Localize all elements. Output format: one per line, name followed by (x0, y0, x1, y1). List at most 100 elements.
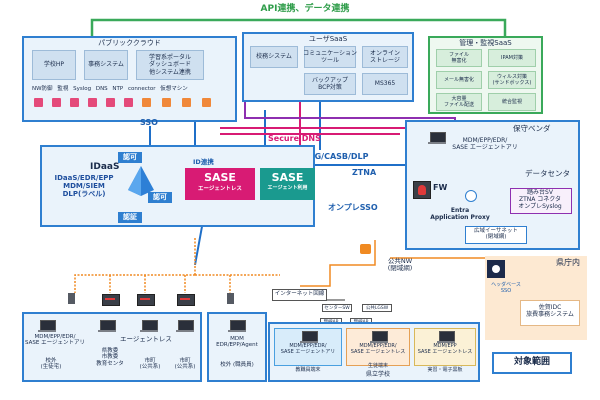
idaas-title: IDaaS (90, 162, 120, 172)
mgmt-file-sanitize: ファイル 無害化 (436, 49, 482, 67)
sase-agent-box: SASE エージェント利用 (260, 168, 315, 200)
saas-backup: バックアップ BCP対策 (304, 73, 356, 95)
internet-lines-2 (300, 240, 376, 287)
dns-icon (88, 98, 97, 107)
connector-icon (142, 98, 151, 107)
swg-casb-dlp-label: SWG/CASB/DLP (300, 152, 369, 161)
mdm-agent-label: MDM/EPP/EDR/ SASE エージェントアリ (25, 334, 85, 347)
vendor-title: 保守ベンダ (513, 124, 551, 133)
scope-box: 対象範囲 (492, 352, 572, 374)
laptop-icon-4 (176, 320, 194, 332)
saas-school-affairs: 校務システム (250, 46, 298, 68)
site-boards: 県教委 市教委 教育センタ (96, 348, 124, 367)
saas-communication: コミュニケーション ツール (303, 46, 357, 68)
site-municipal-1: 市町 (公共系) (139, 358, 161, 371)
center-switch: センターSW (322, 304, 352, 312)
mgmt-integrated-monitor: 統合監視 (488, 93, 536, 111)
laptop-icon-5 (228, 320, 246, 332)
laptop-icon-1 (38, 320, 56, 332)
public-nw-label: 公共NW (閉域網) (387, 257, 413, 273)
mgmt-large-file: 大容量 ファイル配送 (436, 93, 482, 111)
prefecture-gateway-icon (487, 260, 505, 278)
public-switch: 公共LGSW (362, 304, 392, 312)
laptop-icon-3 (140, 320, 158, 332)
laptop-icon-2 (98, 320, 116, 332)
tower-icon-2 (227, 293, 234, 304)
sase-agentless-title: SASE (204, 171, 236, 184)
tower-icon-1 (68, 293, 75, 304)
service-learning-portal: 学習系ポータル ダッシュボード 他システム連携 (136, 50, 204, 80)
idaas-description: IDaaS/EDR/EPP MDM/SIEM DLP(ラベル) (54, 174, 114, 199)
user-saas-panel: ユーザSaaS 校務システム コミュニケーション ツール オンライン ストレージ… (242, 32, 414, 102)
internet-gw-label: インターネット回線 (274, 291, 325, 297)
internet-gw-box: インターネット回線 (272, 289, 327, 301)
auth-top-badge: 認可 (118, 152, 142, 163)
datacenter-list-box: 踏み台SV ZTNA コネクタ オンプレSyslog (510, 188, 572, 214)
auth-bottom-badge: 認証 (118, 212, 142, 223)
sso-label: SSO (140, 118, 158, 127)
sase-agentless-sub: エージェントレス (198, 186, 242, 192)
id-link-label: ID連携 (193, 158, 214, 166)
auth-mid-badge: 認可 (148, 192, 172, 203)
school-item-1-label: MDM/EPP/EDR/ SASE エージェントアリ (280, 343, 336, 355)
public-cloud-title: パブリッククラウド (98, 39, 161, 47)
school-item-1: MDM/EPP/EDR/ SASE エージェントアリ (274, 328, 342, 366)
mgmt-antivirus: ウィルス対策 (サンドボックス) (488, 71, 536, 89)
service-school-hp: 学校HP (32, 50, 76, 80)
mdm-agent-staff-label: MDM EDR/EPP/Agent (216, 336, 258, 349)
api-link-line (90, 18, 507, 36)
public-cloud-row-labels: NW防御 監視 Syslog DNS NTP connector 仮想マシン (32, 86, 188, 92)
school-sub-3: 実習・電子黒板 (427, 367, 463, 373)
prefecture-title: 県庁内 (556, 258, 580, 267)
syslog-icon (70, 98, 79, 107)
sase-agent-title: SASE (271, 171, 304, 184)
school-item-2: MDM/EPP/EDR/ SASE エージェントレス (346, 328, 410, 366)
secure-dns-line (220, 127, 405, 135)
user-saas-title: ユーザSaaS (308, 35, 348, 43)
ztna-label: ZTNA (352, 168, 377, 177)
sase-agentless-box: SASE エージェントレス (185, 168, 255, 200)
wan-box: 広域イーサネット (閉域網) (465, 226, 527, 244)
firewall-icon (413, 181, 431, 199)
school-sub-1: 教職員端末 (295, 367, 321, 373)
entra-proxy-label: Entra Application Proxy (430, 207, 490, 221)
public-cloud-panel: パブリッククラウド 学校HP 事務システム 学習系ポータル ダッシュボード 他シ… (22, 36, 237, 122)
school-item-3: MDM/EPP SASE エージェントレス (414, 328, 476, 366)
prefecture-system-label: 佐賀IDC 旅費事務システム (526, 304, 574, 318)
site-outside-students: 校外 (生徒宅) (40, 358, 62, 371)
saas-ms365: MS365 (362, 73, 408, 95)
prefecture-sso-label: ヘッダベース SSO (491, 282, 521, 294)
datacenter-title: データセンタ (525, 169, 570, 178)
vm-icon-2 (182, 98, 191, 107)
service-office-system: 事務システム (84, 50, 128, 80)
mgmt-saas-panel: 管理・監視SaaS ファイル 無害化 IPAM対策 メール無害化 ウィルス対策 … (428, 36, 543, 114)
scope-label: 対象範囲 (513, 357, 550, 367)
wan-label: 広域イーサネット (閉域網) (474, 228, 518, 241)
mgmt-mail-sanitize: メール無害化 (436, 71, 482, 89)
vm-icon-3 (202, 98, 211, 107)
onprem-sso-label: オンプレSSO (328, 203, 378, 212)
ntp-icon-2 (124, 98, 133, 107)
api-link-label: API連携、データ連携 (260, 4, 350, 14)
datacenter-list: 踏み台SV ZTNA コネクタ オンプレSyslog (518, 189, 562, 210)
idaas-logo-icon (128, 166, 154, 196)
school-title: 県立学校 (365, 371, 390, 378)
nw-defense-icon (34, 98, 43, 107)
switch-icon-3 (177, 294, 195, 306)
mgmt-saas-title: 管理・監視SaaS (459, 39, 512, 47)
lock-icon (360, 244, 371, 254)
school-laptop-icon-2 (370, 331, 388, 343)
school-item-3-label: MDM/EPP SASE エージェントレス (417, 343, 473, 355)
router-icon (465, 190, 477, 202)
switch-icon-2 (137, 294, 155, 306)
school-item-2-label: MDM/EPP/EDR/ SASE エージェントレス (350, 343, 406, 355)
sase-agent-sub: エージェント利用 (267, 185, 308, 191)
site-outside-staff: 校外 (職員員) (220, 362, 254, 368)
school-laptop-icon-3 (437, 331, 455, 343)
vm-icon (162, 98, 171, 107)
agentless-label: エージェントレス (120, 335, 172, 343)
ntp-icon (106, 98, 115, 107)
site-municipal-2: 市町 (公共系) (174, 358, 196, 371)
secure-dns-label: Secure DNS (268, 134, 321, 143)
vendor-laptop-icon (428, 132, 446, 144)
